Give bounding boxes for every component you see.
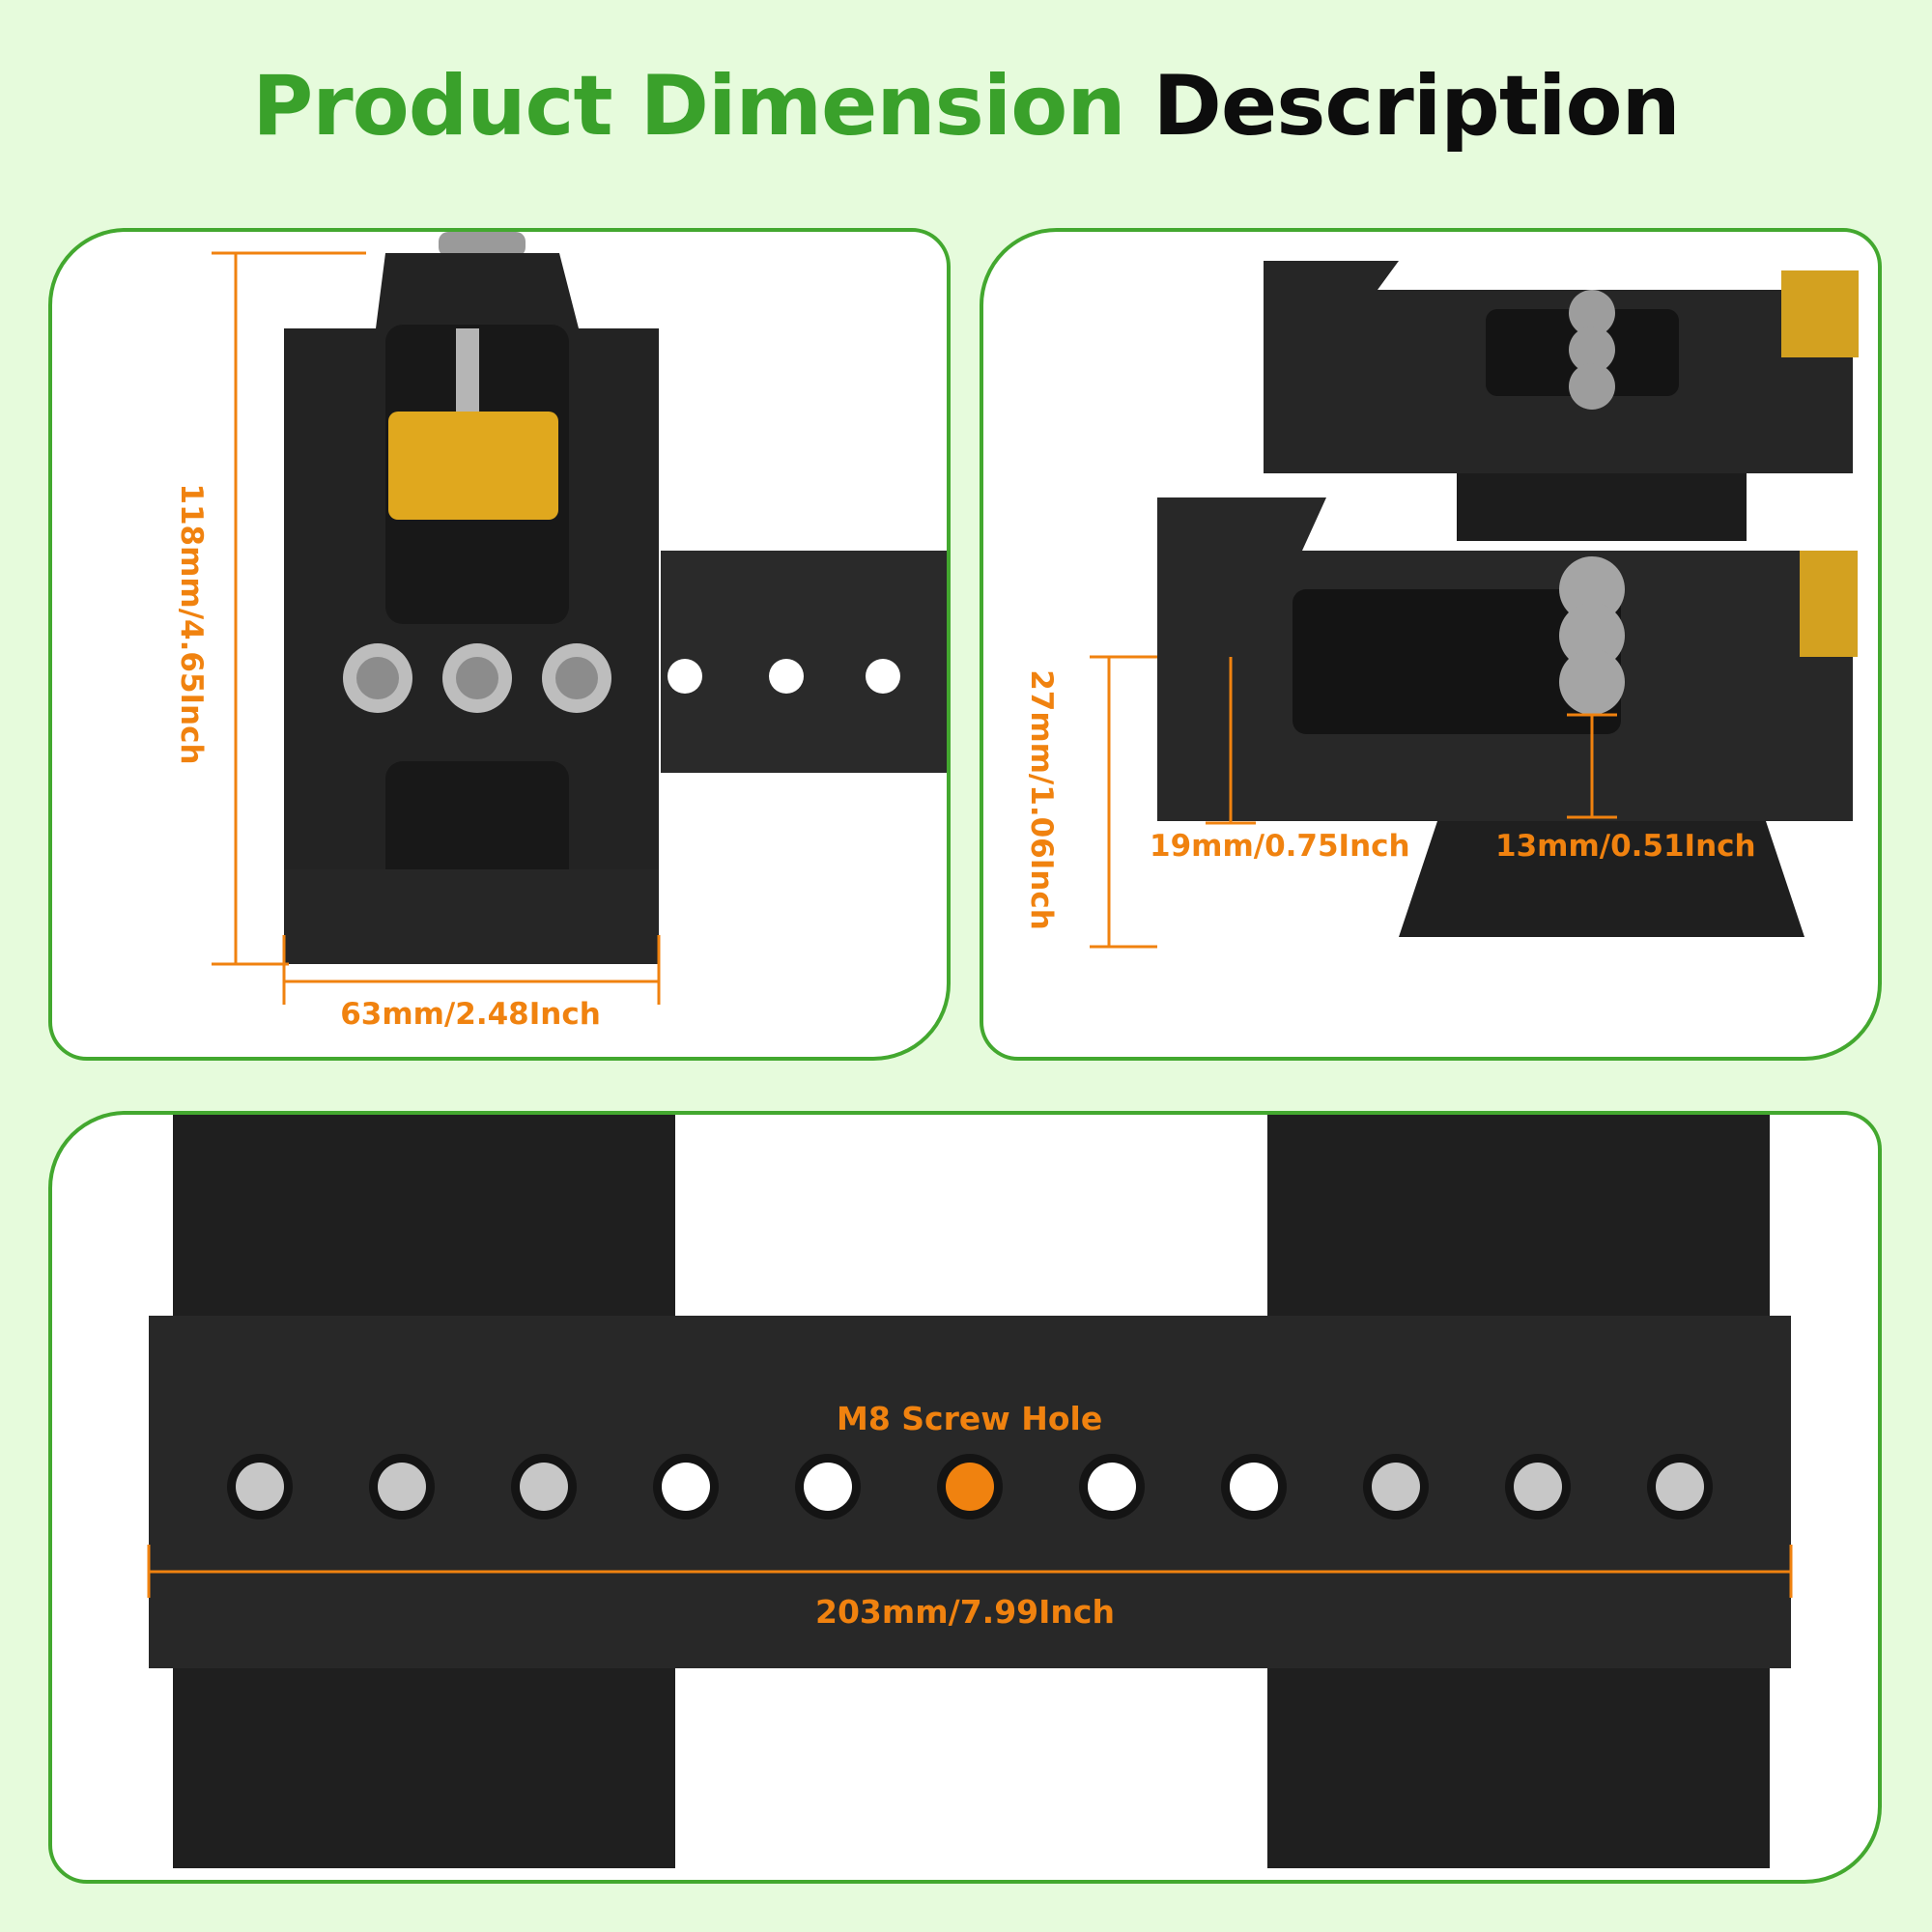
connecting-rail [1457, 473, 1747, 541]
upper-brass-pad [1781, 270, 1859, 357]
rail-hole [1230, 1463, 1278, 1511]
hole-row [227, 1454, 1713, 1520]
page-title: Product Dimension Description [0, 58, 1932, 155]
hex-screw-socket [555, 657, 598, 699]
screw-head [439, 232, 526, 257]
rail-hole [662, 1463, 710, 1511]
upper-screw [1569, 363, 1615, 410]
rail-hole [804, 1463, 852, 1511]
front-view-panel: 118mm/4.65Inch 63mm/2.48Inch [48, 228, 951, 1061]
height-dimension-label: 27mm/1.06Inch [1024, 669, 1059, 930]
hex-screw-socket [356, 657, 399, 699]
lower-brass-pad [1800, 551, 1858, 657]
title-rest: Description [1152, 58, 1681, 155]
side-view-panel: 27mm/1.06Inch 19mm/0.75Inch 13mm/0.51Inc… [980, 228, 1882, 1061]
base-block [1399, 821, 1804, 937]
width-dimension-label: 63mm/2.48Inch [340, 997, 601, 1032]
hole-label: M8 Screw Hole [837, 1400, 1103, 1437]
depth-label-19mm: 19mm/0.75Inch [1150, 829, 1410, 864]
side-view-illustration [1090, 261, 1859, 949]
rail-hole [1514, 1463, 1562, 1511]
hex-screw-socket [456, 657, 498, 699]
rail-hole [1088, 1463, 1136, 1511]
bar-hole [769, 659, 804, 694]
depth-label-13mm: 13mm/0.51Inch [1495, 829, 1756, 864]
rail-hole [520, 1463, 568, 1511]
bar-hole [866, 659, 900, 694]
lower-screw [1559, 603, 1625, 668]
lower-screw [1559, 556, 1625, 622]
top-view-panel: M8 Screw Hole 203mm/7.99Inch [48, 1111, 1882, 1884]
clamp-foot [284, 869, 659, 964]
threaded-rod [456, 328, 479, 415]
crossbar [661, 551, 947, 773]
top-view-illustration [147, 1115, 1793, 1868]
lower-screw [1559, 649, 1625, 715]
bar-hole [668, 659, 702, 694]
title-highlight: Product Dimension [252, 58, 1125, 155]
height-dimension-label: 118mm/4.65Inch [174, 483, 209, 765]
length-dimension-label: 203mm/7.99Inch [815, 1593, 1115, 1631]
upper-screw [1569, 327, 1615, 373]
front-view-illustration [212, 232, 947, 1005]
rail-hole [1656, 1463, 1704, 1511]
m8-screw-hole [946, 1463, 994, 1511]
lower-clamp-slot [1293, 589, 1621, 734]
brass-clamp-pad [388, 412, 558, 520]
rail-hole [1372, 1463, 1420, 1511]
upper-screw [1569, 290, 1615, 336]
rail-hole [378, 1463, 426, 1511]
rail-hole [236, 1463, 284, 1511]
